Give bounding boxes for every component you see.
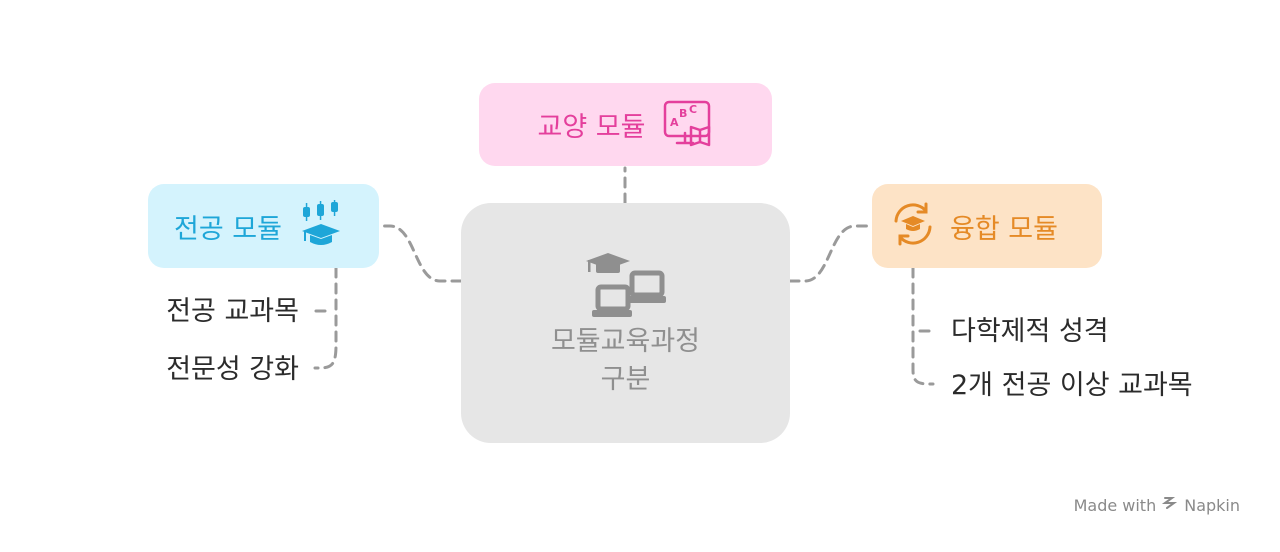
major-item-courses: 전공 교과목 [166,296,299,327]
graduation-cap-laptops-icon [585,247,666,323]
module-major-label: 전공 모듈 [174,213,282,245]
connector-right [788,224,872,283]
refresh-graduation-icon [888,199,938,253]
svg-text:B: B [679,107,687,120]
connector-right-items [911,266,935,386]
module-major: 전공 모듈 [148,184,379,268]
module-general-education: 교양 모듈 A B C [479,83,772,166]
made-with-label: Made with [1073,495,1157,515]
module-convergence-label: 융합 모듈 [950,213,1058,245]
svg-text:A: A [670,116,679,129]
center-title-line2: 구분 [600,364,651,395]
abc-book-icon: A B C [663,99,713,151]
footer-attribution: Made with Napkin [1074,495,1240,515]
napkin-brand-label: Napkin [1184,495,1240,515]
convergence-item-interdisciplinary: 다학제적 성격 [951,316,1109,347]
center-node: 모듈교육과정 구분 [461,203,790,443]
connector-left [379,224,463,283]
center-title-line1: 모듈교육과정 [550,326,701,357]
module-convergence: 융합 모듈 [872,184,1102,268]
napkin-logo-icon [1162,495,1178,515]
svg-text:C: C [689,103,697,116]
module-general-education-label: 교양 모듈 [537,112,646,143]
connector-left-items [313,266,338,370]
major-item-expertise: 전문성 강화 [166,354,299,385]
convergence-item-multi-major: 2개 전공 이상 교과목 [951,370,1193,401]
graduation-cap-chart-icon [300,200,342,252]
